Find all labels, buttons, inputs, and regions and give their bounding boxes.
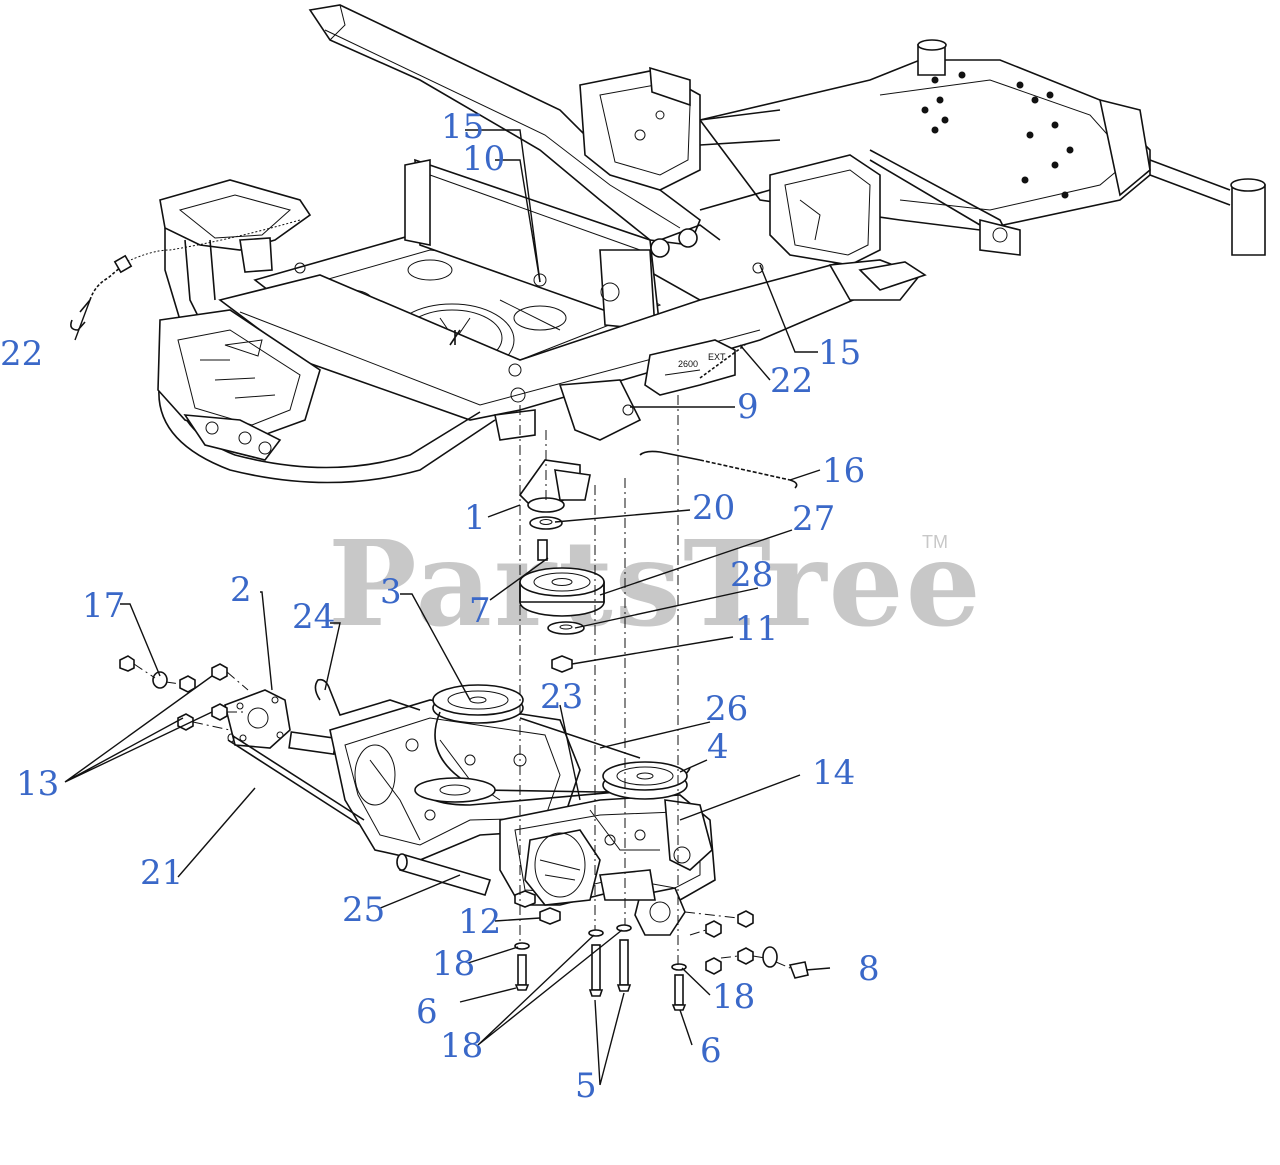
callout-4: 4 <box>707 727 729 767</box>
idler-assembly <box>518 459 605 673</box>
frame-assembly: 2600 EXT <box>157 4 1266 484</box>
callout-1: 1 <box>464 498 486 538</box>
callout-5: 5 <box>575 1066 597 1106</box>
callout-20: 20 <box>692 488 735 528</box>
callout-28: 28 <box>730 555 773 595</box>
callout-21: 21 <box>140 853 183 893</box>
left-hardware <box>119 655 249 731</box>
leader-lines <box>64 129 831 1086</box>
callout-25: 25 <box>342 890 385 930</box>
callout-18-a: 18 <box>432 944 475 984</box>
callout-15-top: 15 <box>441 107 484 147</box>
watermark-text: PartsTree <box>328 514 983 653</box>
callout-15-right: 15 <box>818 333 861 373</box>
spring-24 <box>314 678 421 716</box>
callout-24: 24 <box>292 597 335 637</box>
callout-11: 11 <box>735 609 778 649</box>
right-hardware <box>684 910 809 979</box>
callout-labels: 15 10 22 15 22 9 16 1 20 27 7 28 11 3 2 … <box>0 107 880 1106</box>
callout-26: 26 <box>705 689 748 729</box>
callout-22-right: 22 <box>770 361 813 401</box>
callout-17: 17 <box>82 586 125 626</box>
cable-spring-left <box>70 219 301 331</box>
transaxle-assembly <box>224 684 716 936</box>
svg-text:EXT: EXT <box>708 352 726 362</box>
callout-6-right: 6 <box>700 1031 722 1071</box>
callout-14: 14 <box>812 753 855 793</box>
rods <box>227 733 492 896</box>
callout-18-c: 18 <box>712 977 755 1017</box>
spring-right <box>699 344 746 379</box>
callout-2: 2 <box>230 570 252 610</box>
svg-text:2600: 2600 <box>678 359 698 369</box>
callout-23: 23 <box>540 677 583 717</box>
watermark-trademark: TM <box>922 532 948 552</box>
callout-22-left: 22 <box>0 334 43 374</box>
callout-16: 16 <box>822 451 865 491</box>
callout-27: 27 <box>792 499 835 539</box>
callout-13: 13 <box>16 764 59 804</box>
spring-16 <box>639 450 798 489</box>
bottom-hardware <box>514 924 687 1011</box>
callout-3: 3 <box>380 572 402 612</box>
callout-6-left: 6 <box>416 992 438 1032</box>
callout-18-b: 18 <box>440 1026 483 1066</box>
callout-10: 10 <box>462 139 505 179</box>
callout-7: 7 <box>469 591 491 631</box>
alignment-lines <box>519 395 679 965</box>
callout-8: 8 <box>858 949 880 989</box>
callout-9: 9 <box>737 387 759 427</box>
callout-12: 12 <box>458 902 501 942</box>
